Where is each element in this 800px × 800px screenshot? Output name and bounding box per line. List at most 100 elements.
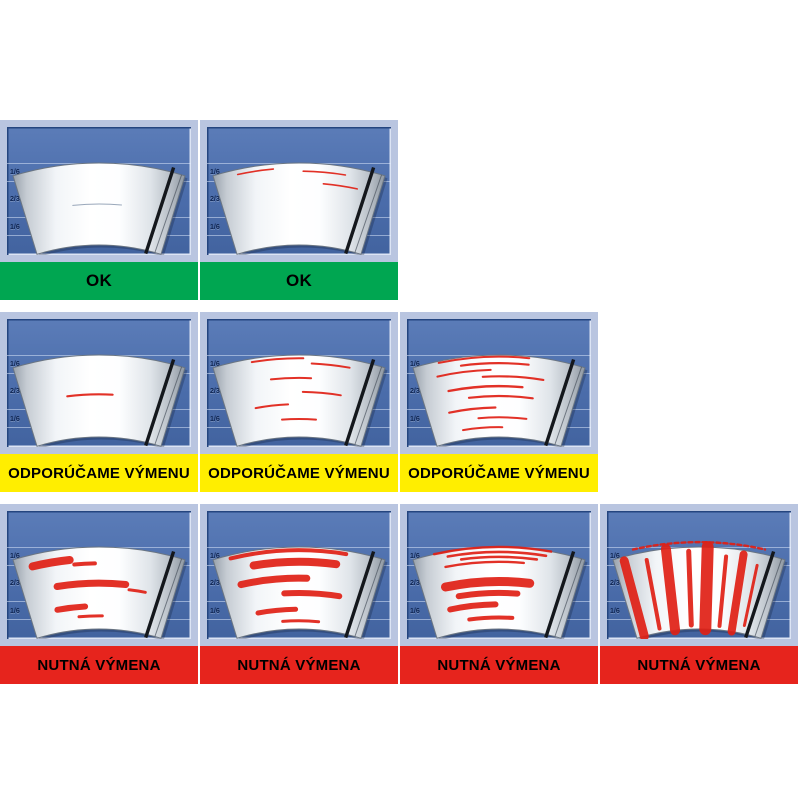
status-label: ODPORÚČAME VÝMENU <box>208 464 390 482</box>
wear-streak <box>631 540 767 551</box>
wear-streak <box>448 406 497 414</box>
wear-smear <box>686 548 694 628</box>
wiper-panel-frame: 1/6 2/3 1/6 <box>600 504 798 646</box>
wiper-blade <box>344 358 376 447</box>
wear-streak <box>301 390 342 397</box>
scale-label: 2/3 <box>210 388 220 395</box>
scale-label: 1/6 <box>10 553 20 560</box>
wear-streak <box>467 394 534 400</box>
scale-label: 2/3 <box>610 580 620 587</box>
status-bar-recommend: ODPORÚČAME VÝMENU <box>400 454 598 492</box>
status-bar-replace: NUTNÁ VÝMENA <box>600 646 798 684</box>
wiper-blade <box>344 550 376 639</box>
status-bar-ok: OK <box>0 262 198 300</box>
wear-streak <box>446 550 548 558</box>
blade-edge-line <box>154 174 183 253</box>
wear-streak <box>455 589 521 600</box>
blade-edge-line <box>354 174 383 253</box>
scale-label: 1/6 <box>610 608 620 615</box>
wiper-blade <box>144 166 176 255</box>
blade-edge-line <box>354 366 383 445</box>
scale-label: 2/3 <box>10 196 20 203</box>
wiper-blade <box>544 358 576 447</box>
wear-streak <box>477 416 528 420</box>
wear-streak <box>28 556 74 571</box>
status-label: NUTNÁ VÝMENA <box>437 656 561 674</box>
wear-streak <box>72 561 97 567</box>
wear-streak <box>254 403 290 410</box>
wiped-area <box>12 354 186 447</box>
wear-streak <box>481 375 545 381</box>
scale-label: 1/6 <box>10 416 20 423</box>
wear-streak <box>467 615 515 622</box>
status-bar-replace: NUTNÁ VÝMENA <box>400 646 598 684</box>
scale-label: 1/6 <box>10 361 20 368</box>
scale-label: 2/3 <box>10 388 20 395</box>
blade-edge-line <box>154 366 183 445</box>
wiper-sweep-graphic <box>12 354 188 447</box>
wiper-sweep-graphic <box>212 162 388 255</box>
wear-streak <box>127 588 147 594</box>
wear-streak <box>72 203 122 206</box>
scale-label: 2/3 <box>210 196 220 203</box>
wiped-area <box>12 162 186 255</box>
wiper-panel: 1/6 2/3 1/6 <box>207 319 391 447</box>
wiped-area <box>12 546 186 639</box>
wiper-panel: 1/6 2/3 1/6 <box>607 511 791 639</box>
wear-smear <box>717 554 729 628</box>
scale-label: 1/6 <box>610 553 620 560</box>
wear-streak <box>281 417 317 421</box>
blade-edge-line <box>354 558 383 637</box>
status-bar-ok: OK <box>200 262 398 300</box>
wear-smear <box>644 558 662 631</box>
scale-label: 1/6 <box>210 361 220 368</box>
wiper-blade <box>744 550 776 639</box>
wear-streak <box>66 393 114 398</box>
wear-streak <box>310 362 351 369</box>
wiper-sweep-graphic <box>212 354 388 447</box>
wiper-sweep-graphic <box>412 545 588 639</box>
wear-streak <box>432 545 553 556</box>
wiper-sweep-graphic <box>12 162 188 255</box>
wear-streak <box>77 614 104 619</box>
wiper-sweep-graphic <box>612 540 788 639</box>
status-label: ODPORÚČAME VÝMENU <box>8 464 190 482</box>
blade-edge-line <box>554 558 583 637</box>
scale-label: 1/6 <box>210 416 220 423</box>
wear-smear <box>742 563 759 627</box>
wiper-panel-frame: 1/6 2/3 1/6 <box>0 312 198 454</box>
status-bar-replace: NUTNÁ VÝMENA <box>200 646 398 684</box>
scale-label: 2/3 <box>10 580 20 587</box>
scale-label: 1/6 <box>210 608 220 615</box>
wiper-blade <box>144 550 176 639</box>
scale-label: 1/6 <box>210 169 220 176</box>
status-bar-recommend: ODPORÚČAME VÝMENU <box>0 454 198 492</box>
wiper-sweep-graphic <box>412 354 588 447</box>
wear-streak <box>250 357 305 364</box>
wear-streak <box>249 557 341 570</box>
status-label: OK <box>86 271 112 290</box>
wear-streak <box>281 619 321 624</box>
scale-label: 1/6 <box>10 169 20 176</box>
wear-streak <box>459 555 539 561</box>
wiper-blade <box>144 358 176 447</box>
wear-streak <box>236 168 275 176</box>
